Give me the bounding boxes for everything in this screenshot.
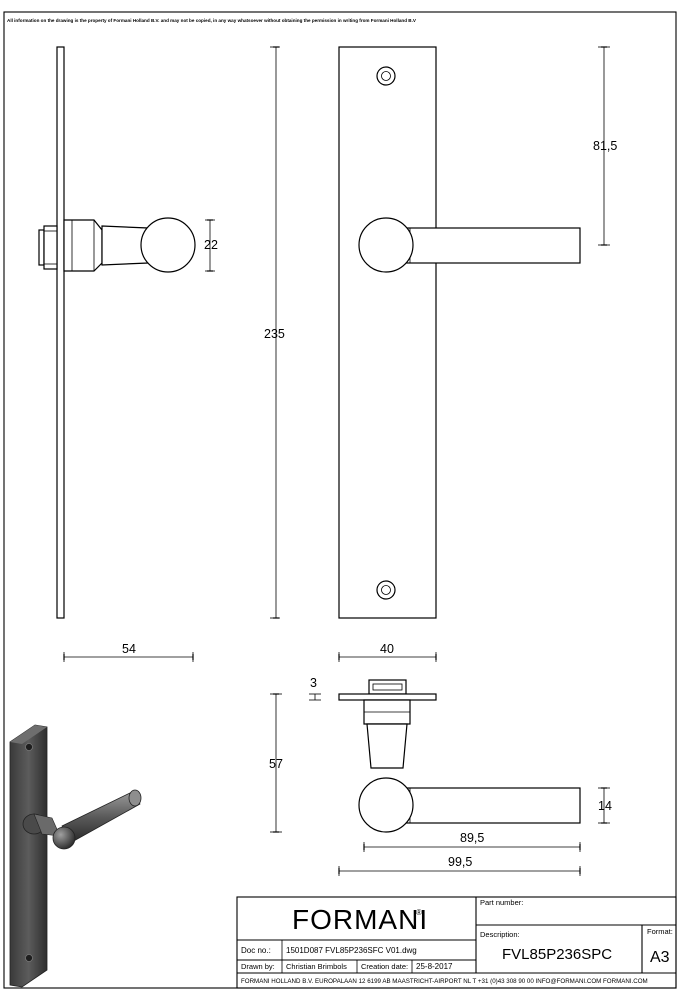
dimension-projection: 54 [63, 642, 194, 662]
render-bottom-screw [25, 954, 33, 962]
dimension-label: 40 [380, 642, 394, 656]
dimension-label: 54 [122, 642, 136, 656]
dimension-rose-diameter: 22 [204, 219, 218, 272]
dimension-label: 14 [598, 799, 612, 813]
side-view-spindle [43, 225, 58, 270]
product-render [9, 724, 142, 988]
dimension-label: 89,5 [460, 831, 484, 845]
bottom-view-neck [366, 723, 408, 769]
company-footer: FORMANI HOLLAND B.V. EUROPALAAN 12 6199 … [241, 978, 648, 985]
description-label: Description: [480, 930, 520, 939]
part-number-label: Part number: [480, 898, 523, 907]
dimension-handle-height: 81,5 [593, 46, 617, 246]
render-top-screw [25, 743, 33, 751]
registered-mark: ® [416, 908, 422, 917]
front-view-rose [358, 217, 414, 273]
render-lever-knob [52, 826, 76, 850]
bottom-view-spindle [368, 679, 407, 695]
dimension-bottom-projection: 57 [269, 693, 283, 833]
format-label: Format: [647, 927, 673, 936]
description-value: FVL85P236SPC [502, 946, 612, 963]
creation-date-value: 25-8-2017 [416, 962, 453, 971]
bottom-view-lever [397, 787, 581, 824]
bottom-view-plate [338, 693, 437, 701]
bottom-view-lever-end [358, 777, 414, 833]
side-view-lever-end [140, 217, 196, 273]
side-view-spindle-cap [38, 229, 45, 266]
dimension-label: 235 [264, 327, 285, 341]
dimension-label: 22 [204, 238, 218, 252]
dimension-lever-thickness: 14 [598, 787, 612, 824]
doc-no-label: Doc no.: [241, 946, 271, 955]
dimension-lever-length-total: 99,5 [338, 855, 581, 876]
copyright-notice: All information on the drawing is the pr… [7, 18, 417, 23]
side-view-rose [63, 219, 103, 272]
dimension-lever-length-inner: 89,5 [363, 831, 581, 852]
dimension-label: 57 [269, 757, 283, 771]
dimension-plate-height: 235 [264, 46, 285, 619]
render-backplate [9, 724, 48, 988]
front-view-backplate [338, 46, 437, 619]
drawn-by-label: Drawn by: [241, 962, 275, 971]
bottom-view [338, 679, 581, 833]
front-view [338, 46, 581, 619]
side-view-plate [56, 46, 65, 619]
dimension-label: 99,5 [448, 855, 472, 869]
side-view [38, 46, 196, 619]
dimension-plate-thickness: 3 [309, 676, 321, 701]
format-value: A3 [650, 949, 670, 966]
top-screw-hole [376, 66, 396, 86]
dimension-label: 3 [310, 676, 317, 690]
doc-no-value: 1501D087 FVL85P236SFC V01.dwg [286, 946, 417, 955]
front-view-lever [397, 227, 581, 264]
drawn-by-value: Christian Brimbols [286, 962, 347, 971]
dimension-plate-width: 40 [338, 642, 437, 662]
dimension-label: 81,5 [593, 139, 617, 153]
creation-date-label: Creation date: [361, 962, 408, 971]
title-block: FORMANI ® Part number: Description: FVL8… [236, 896, 677, 989]
formani-logo: FORMANI [292, 904, 428, 935]
bottom-screw-hole [376, 580, 396, 600]
